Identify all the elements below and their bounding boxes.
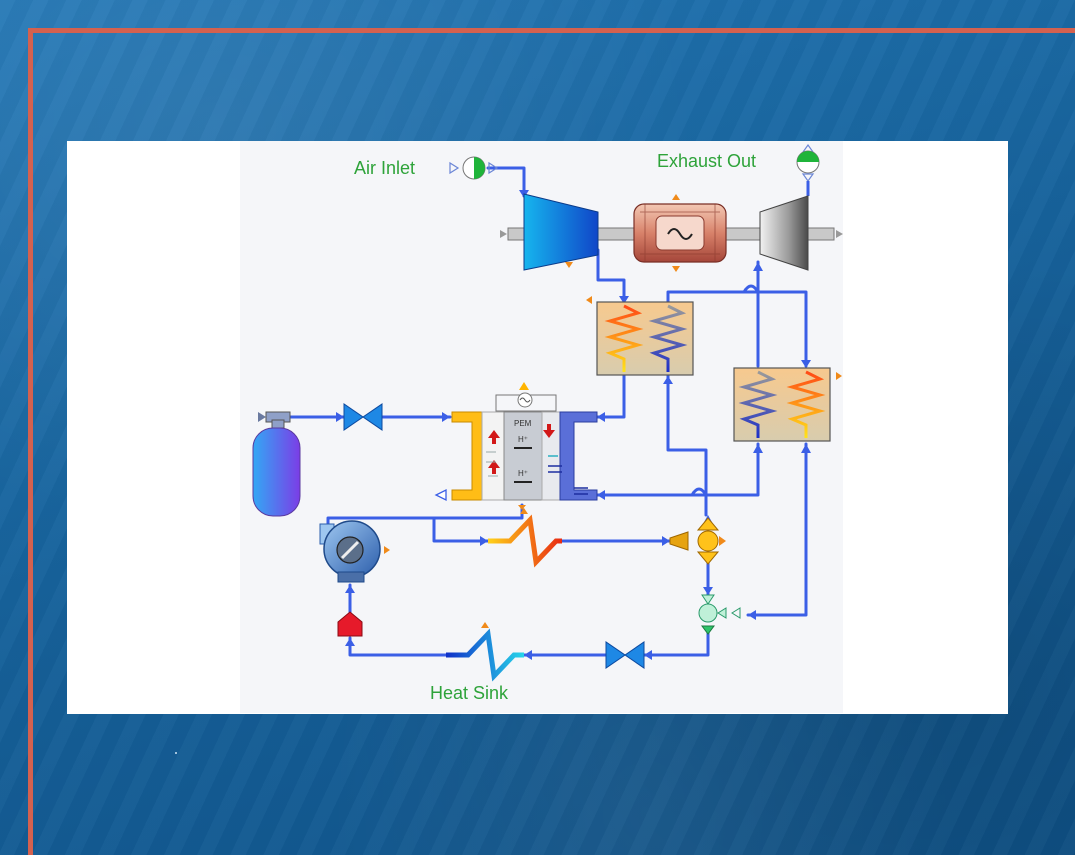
heat-sink-coil-icon — [446, 622, 524, 682]
pipes — [288, 166, 808, 657]
shaft-train — [500, 227, 843, 241]
pipe-crossovers — [690, 284, 760, 496]
hydrogen-tank-icon — [252, 411, 301, 517]
fuel-cell-icon: PEM H⁺ H⁺ — [434, 382, 598, 510]
process-diagram: Air Inlet Exhaust Out Heat Sink — [240, 141, 843, 713]
proton-label-bottom: H⁺ — [518, 469, 528, 478]
valve-icon — [605, 641, 645, 669]
heat-sink-label: Heat Sink — [430, 683, 509, 703]
air-inlet-label: Air Inlet — [354, 158, 415, 178]
heat-exchanger-icon — [733, 367, 842, 442]
flow-arrows — [336, 190, 811, 660]
pump-icon — [319, 520, 390, 583]
heater-coil-icon — [488, 508, 562, 568]
frame-top-border — [28, 28, 1075, 33]
drain-block-icon — [337, 611, 363, 637]
air-inlet-port-icon — [449, 156, 499, 180]
valve-icon — [343, 403, 383, 431]
proton-label-top: H⁺ — [518, 435, 528, 444]
turbine-icon — [759, 195, 809, 271]
generator-icon — [633, 194, 727, 272]
pem-label: PEM — [514, 419, 532, 428]
exhaust-out-port-icon — [796, 143, 820, 196]
background-speck — [175, 752, 177, 754]
splitter-icon — [669, 517, 726, 565]
heat-exchanger-icon — [586, 296, 694, 376]
frame-left-border — [28, 28, 33, 855]
exhaust-out-label: Exhaust Out — [657, 151, 756, 171]
mixer-icon — [698, 594, 741, 635]
compressor-icon — [523, 193, 599, 271]
